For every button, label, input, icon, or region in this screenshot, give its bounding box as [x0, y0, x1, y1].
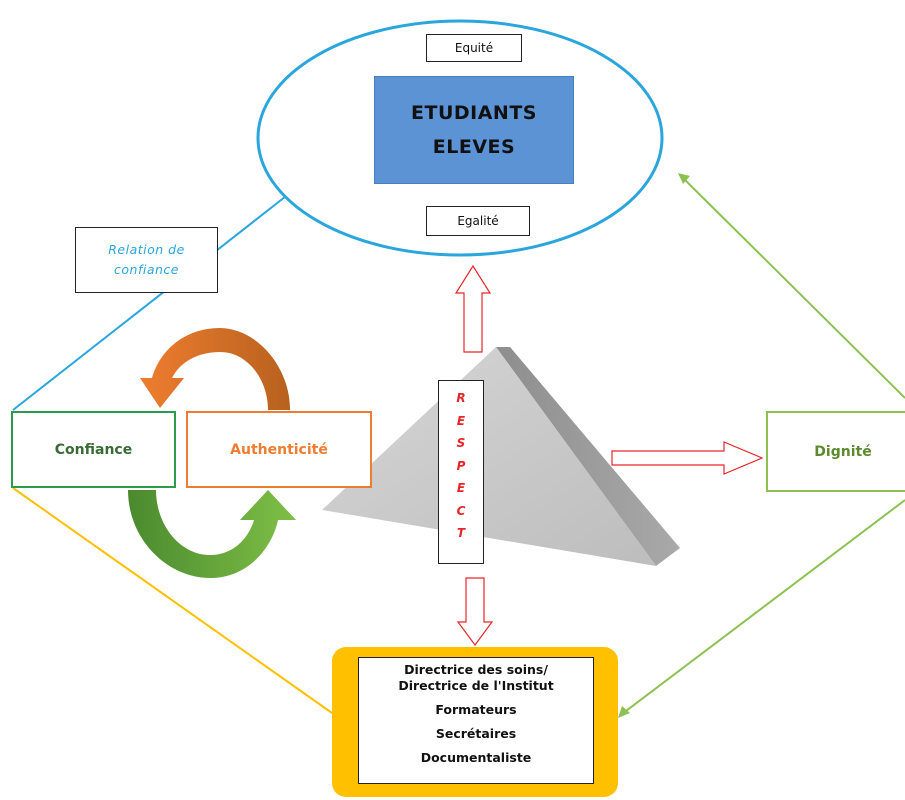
staff-box: Directrice des soins/ Directrice de l'In…: [358, 657, 594, 784]
connector-dignite-students: [679, 174, 905, 399]
egalite-label: Egalité: [426, 206, 530, 236]
respect-letter: T: [456, 526, 466, 540]
students-title-line2: ELEVES: [432, 136, 516, 158]
respect-letter: S: [456, 436, 466, 450]
relation-line2: confiance: [114, 262, 179, 277]
connector-relation: [12, 192, 291, 411]
arrowhead-dignite-students: [678, 173, 690, 184]
connector-confiance-staff: [12, 487, 333, 714]
respect-arrow-down: [456, 577, 494, 647]
staff-line-formateurs: Formateurs: [435, 702, 517, 717]
staff-line-secretaires: Secrétaires: [435, 726, 517, 741]
respect-arrow-right: [611, 441, 764, 475]
arrowhead-dignite-staff: [618, 706, 630, 718]
respect-letter: R: [456, 391, 466, 405]
respect-arrow-up: [454, 264, 492, 353]
respect-letter: P: [456, 458, 466, 473]
respect-letter: E: [456, 413, 466, 428]
triangle-side: [496, 347, 680, 566]
relation-confiance-box: Relation de confiance: [75, 227, 218, 293]
respect-letter: E: [456, 481, 466, 495]
authenticite-box: Authenticité: [186, 411, 372, 488]
connector-dignite-staff: [621, 499, 905, 715]
students-title-line1: ETUDIANTS: [411, 102, 537, 124]
staff-line-directrice-institut: Directrice de l'Institut: [398, 678, 554, 693]
dignite-box: Dignité: [766, 411, 905, 492]
triangle-face: [322, 347, 656, 566]
relation-line1: Relation de: [108, 242, 185, 257]
students-box: ETUDIANTS ELEVES: [374, 76, 574, 184]
respect-box: R E S P E C T: [438, 380, 484, 564]
cycle-arrow-bottom: [128, 490, 296, 578]
cycle-arrow-top: [140, 328, 290, 410]
staff-line-directrice-soins: Directrice des soins/: [404, 662, 548, 677]
respect-letter: C: [456, 503, 466, 518]
confiance-box: Confiance: [11, 411, 176, 488]
equite-label: Equité: [426, 34, 522, 62]
staff-line-documentaliste: Documentaliste: [420, 750, 532, 765]
